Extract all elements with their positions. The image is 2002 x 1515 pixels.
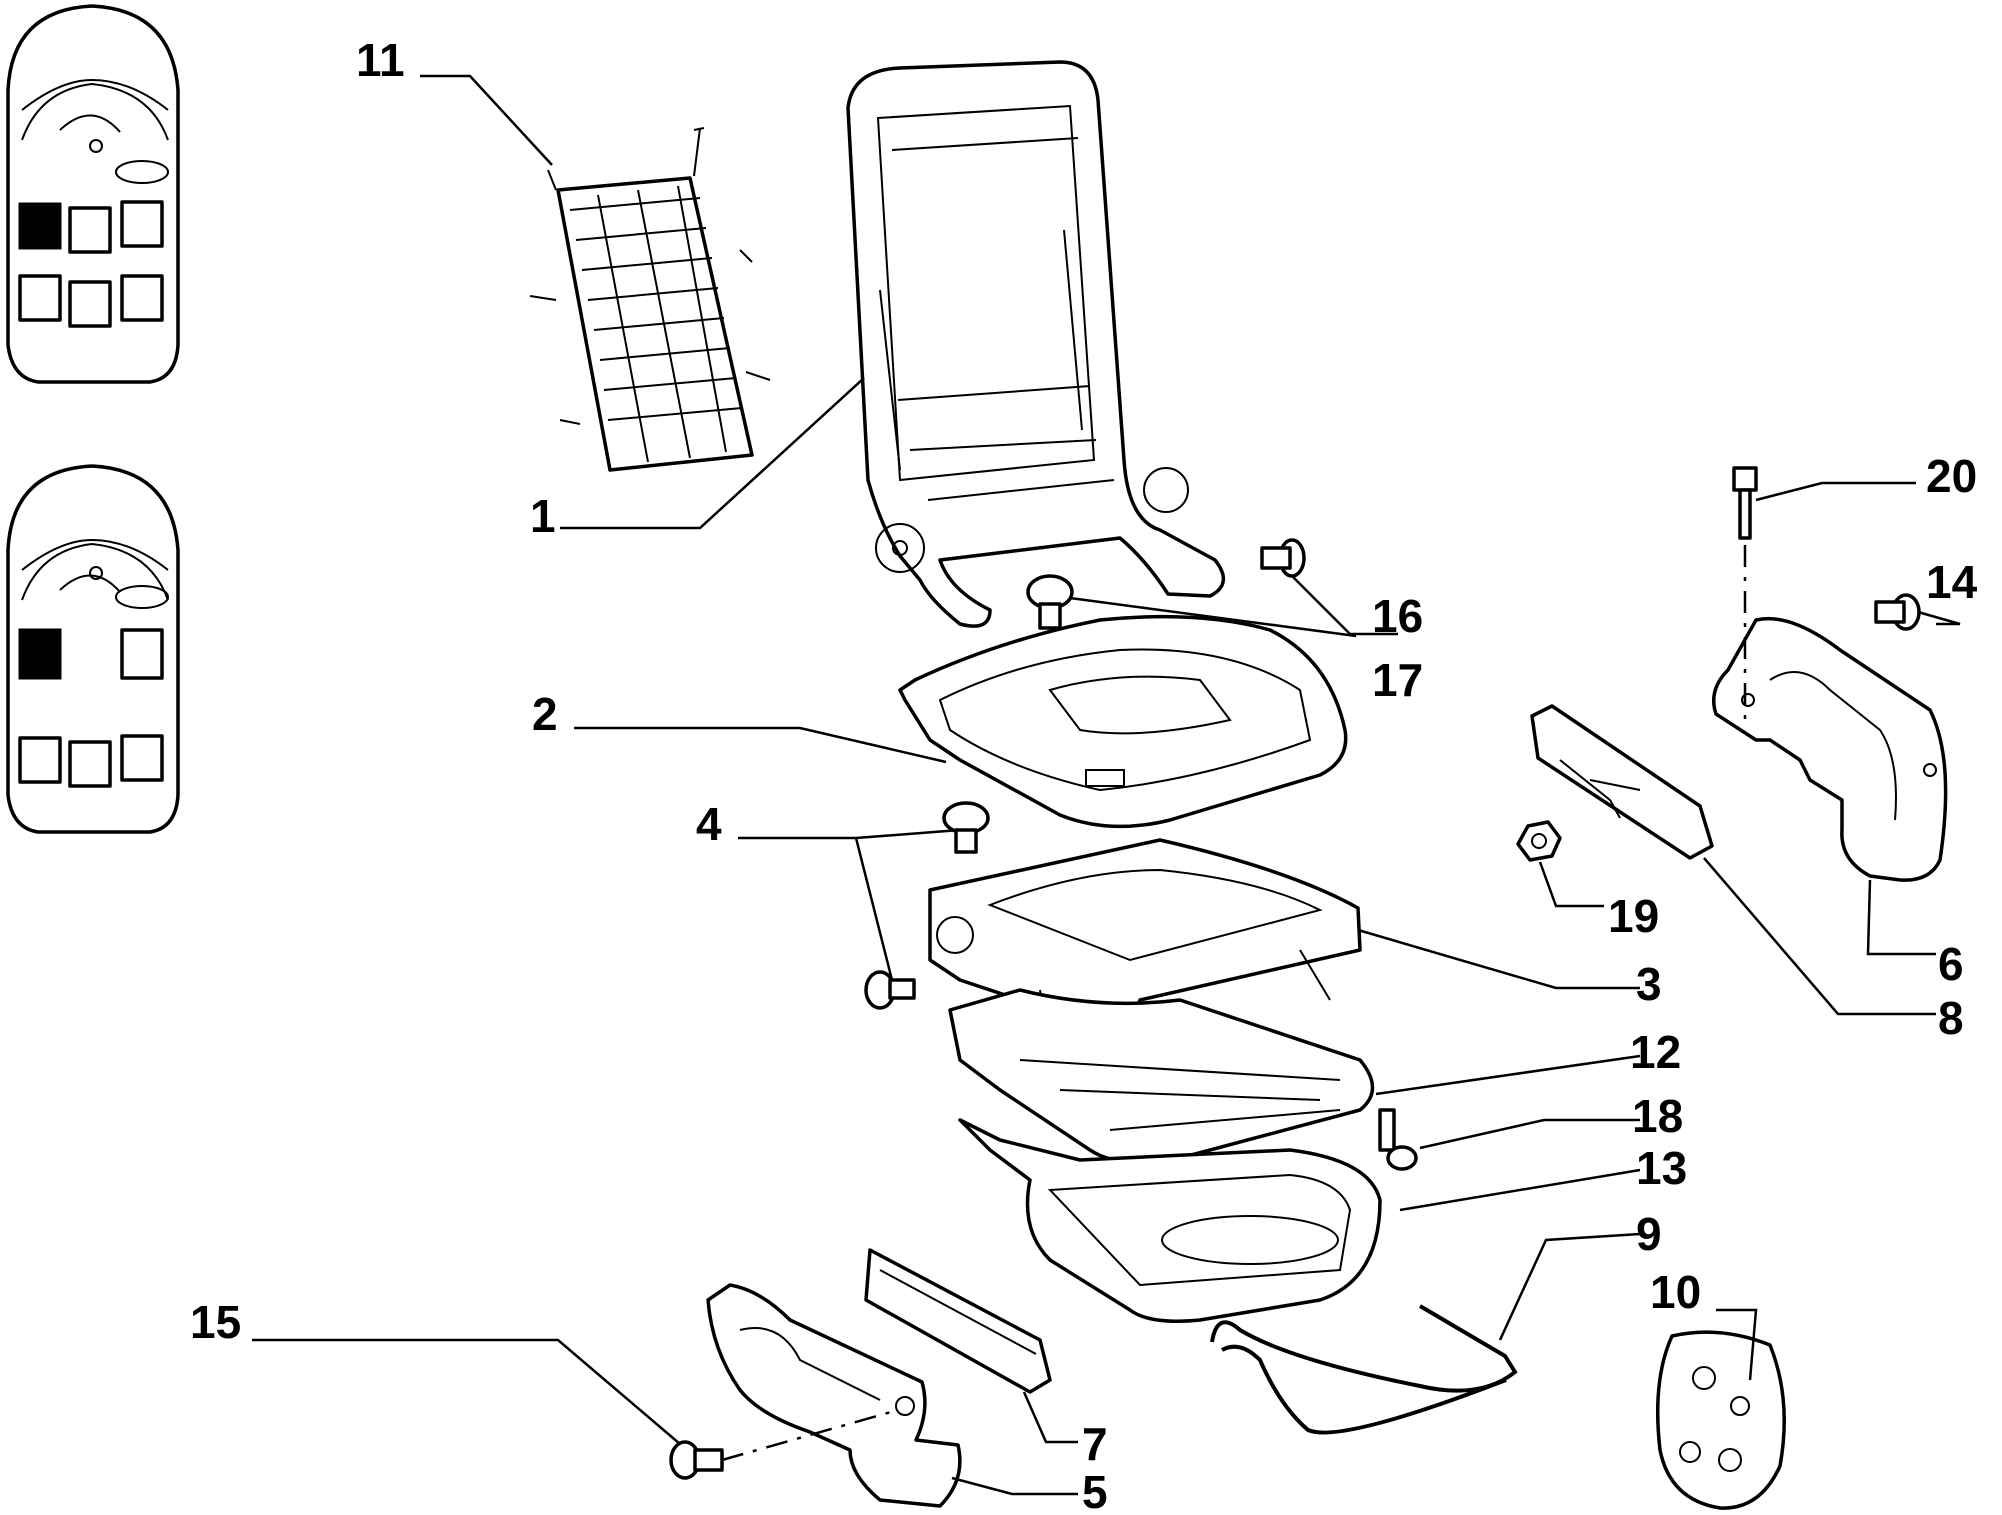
bolt-15: [669, 1440, 724, 1480]
label-15: 15: [190, 1296, 241, 1348]
leader-5: [951, 1476, 1078, 1496]
label-8: 8: [1938, 992, 1964, 1044]
part-8-buckle-bracket: [1530, 704, 1714, 860]
axis-line-15-5: [721, 1408, 899, 1462]
nut-19: [1516, 820, 1562, 862]
label-11: 11: [356, 34, 405, 86]
part-7-slide-rail: [864, 1248, 1052, 1394]
leader-2: [574, 726, 947, 764]
leader-14: [1917, 610, 1961, 626]
label-10: 10: [1650, 1266, 1701, 1318]
part-2-seat-cushion-pan: [898, 614, 1348, 829]
label-13: 13: [1636, 1142, 1687, 1194]
leader-3: [1357, 928, 1640, 990]
bolt-17: [1026, 574, 1074, 630]
leader-9: [1498, 1232, 1641, 1341]
part-9-release-rod: [1210, 1304, 1518, 1435]
label-2: 2: [532, 688, 558, 740]
label-9: 9: [1636, 1208, 1662, 1260]
label-4: 4: [696, 798, 722, 850]
label-7: 7: [1082, 1418, 1108, 1470]
label-16: 16: [1372, 590, 1423, 642]
bolt-18: [1378, 1108, 1418, 1171]
leader-17: [1069, 596, 1357, 638]
part-1-backrest-frame: [846, 60, 1225, 628]
label-1: 1: [530, 490, 556, 542]
leader-1: [560, 377, 865, 530]
part-10-cover-with-clips: [1655, 1330, 1786, 1510]
leader-4: [738, 828, 961, 981]
leader-15: [252, 1338, 681, 1445]
bolt-16: [1260, 538, 1306, 578]
leader-19: [1538, 861, 1604, 908]
bolt-4-top: [942, 801, 990, 854]
leader-10: [1716, 1308, 1758, 1381]
label-17: 17: [1372, 654, 1423, 706]
label-6: 6: [1938, 938, 1964, 990]
bolt-4-side: [864, 970, 916, 1010]
part-13-seat-cushion: [958, 1118, 1382, 1323]
label-18: 18: [1632, 1090, 1683, 1142]
leader-20: [1755, 481, 1916, 502]
seat-position-indicator-top: [6, 4, 180, 384]
label-19: 19: [1608, 890, 1659, 942]
label-14: 14: [1926, 556, 1978, 608]
part-6-side-trim-cover: [1712, 616, 1948, 882]
leader-13: [1399, 1168, 1641, 1212]
label-20: 20: [1926, 450, 1977, 502]
leader-11: [420, 74, 553, 166]
leader-6: [1866, 879, 1936, 956]
label-3: 3: [1636, 958, 1662, 1010]
part-12-lower-tray: [948, 988, 1375, 1165]
bolt-14: [1874, 593, 1921, 631]
label-12: 12: [1630, 1026, 1681, 1078]
leader-7: [1022, 1391, 1078, 1444]
leader-18: [1419, 1118, 1640, 1150]
bolt-20: [1732, 466, 1758, 540]
leader-8: [1703, 857, 1936, 1016]
part-5-side-trim-cover: [706, 1283, 962, 1508]
part-11-backrest-spring-grid: [529, 127, 771, 472]
leader-12: [1375, 1054, 1641, 1096]
label-5: 5: [1082, 1466, 1108, 1515]
seat-position-indicator-bottom: [6, 464, 180, 834]
